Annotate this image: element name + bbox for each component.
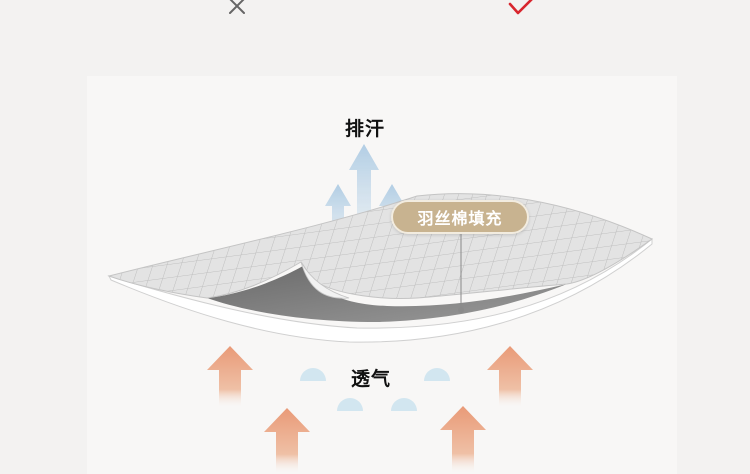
quilt-inner-layer	[207, 266, 567, 322]
illustration-panel: 排汗 透气 羽丝棉填充	[87, 76, 677, 474]
quilt-bottom-layer	[108, 237, 653, 343]
breathe-arrows	[207, 346, 533, 474]
air-bubbles	[300, 368, 450, 411]
fill-label: 羽丝棉填充	[417, 209, 503, 228]
check-icon	[508, 0, 533, 15]
quilt-top-layer	[107, 193, 653, 299]
sweat-label: 排汗	[345, 118, 386, 140]
fill-badge: 羽丝棉填充	[391, 200, 529, 234]
breathe-label: 透气	[351, 368, 392, 390]
cross-icon	[229, 0, 245, 14]
